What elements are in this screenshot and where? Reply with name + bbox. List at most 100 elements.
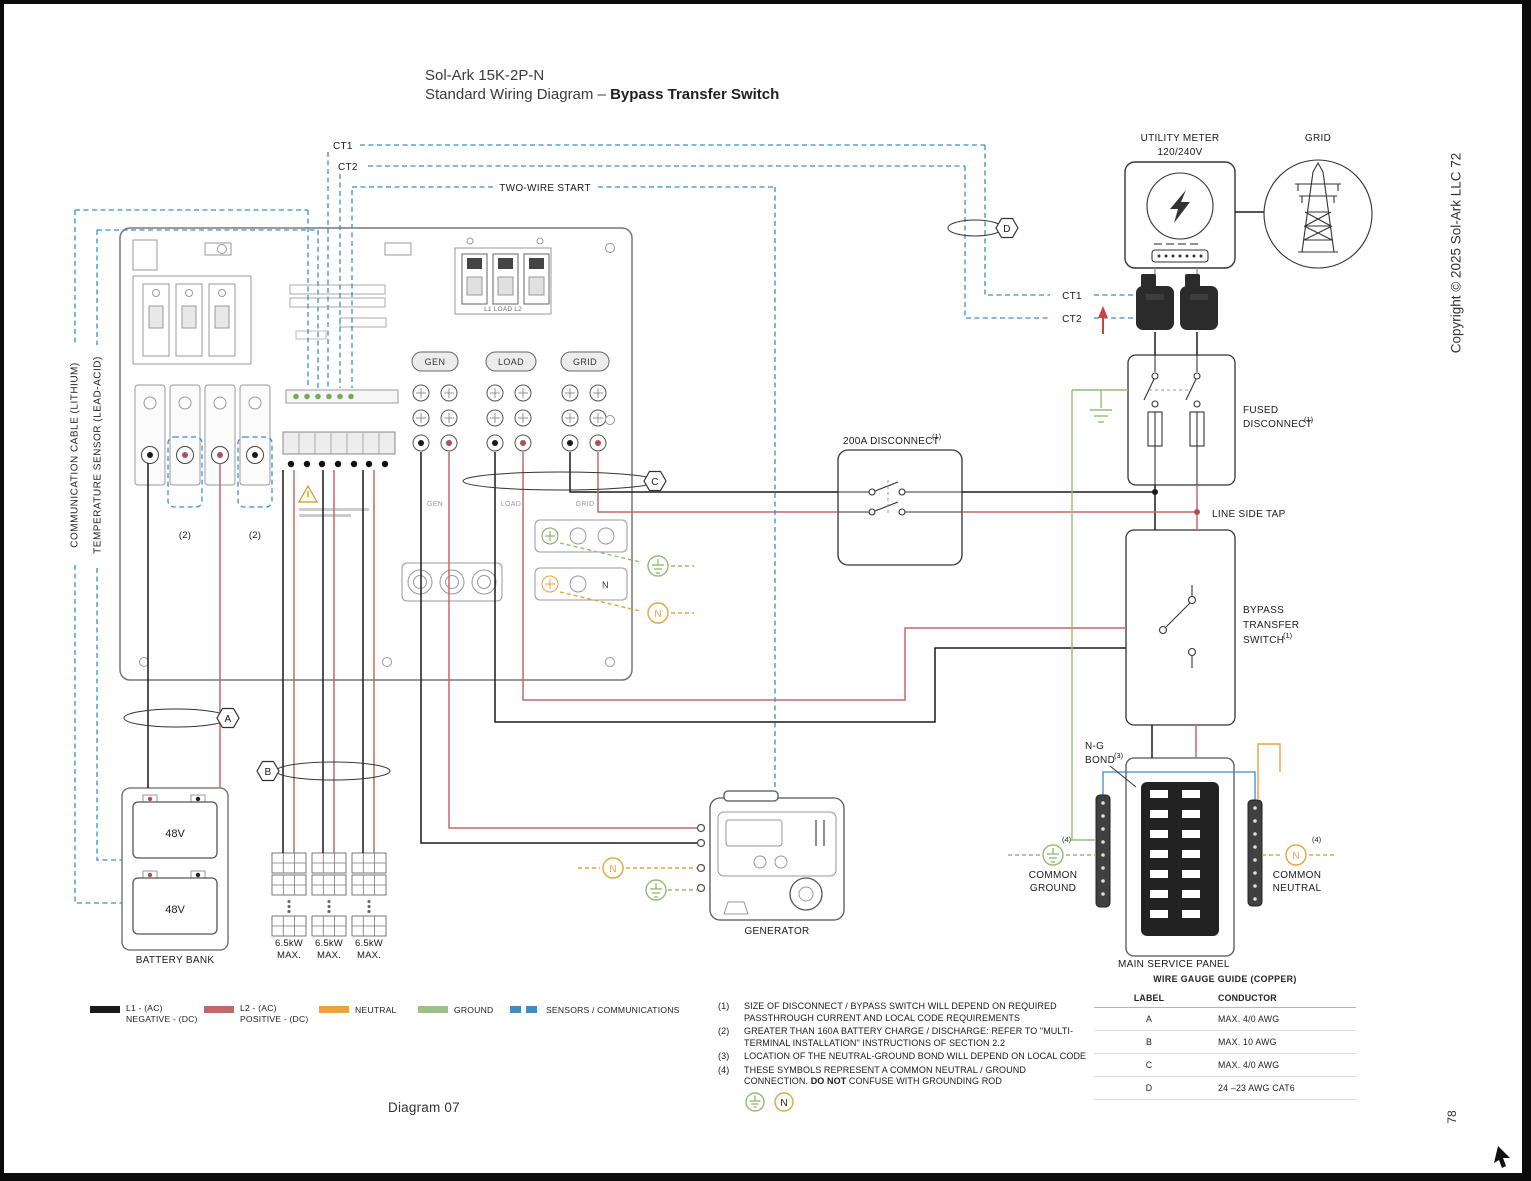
wire-label-cell: C (1094, 1053, 1205, 1077)
connector-marker-b (256, 760, 280, 782)
note-item: (1) SIZE OF DISCONNECT / BYPASS SWITCH W… (718, 1001, 1090, 1024)
svg-text:N: N (780, 1098, 787, 1109)
pv-rating: 6.5kW (315, 938, 343, 949)
battery-bank: 48V 48V BATTERY BANK (121, 787, 229, 966)
page-number: 78 (1445, 1110, 1459, 1124)
wire-table-header-label: LABEL (1094, 989, 1205, 1008)
neutral-symbol: N (774, 1091, 794, 1112)
ground-symbol (647, 555, 669, 577)
bypass-label-2: TRANSFER (1243, 620, 1299, 631)
common-ground-note-ref: (4) (1062, 835, 1072, 844)
legend-label: POSITIVE - (DC) (240, 1013, 309, 1024)
pv-string (271, 852, 307, 937)
legend-label: NEUTRAL (355, 1004, 397, 1015)
ct2-label-top: CT2 (338, 162, 358, 173)
temp-sensor-label: TEMPERATURE SENSOR (LEAD-ACID) (92, 356, 104, 554)
pv-arrays (271, 852, 387, 937)
note-item: (4) THESE SYMBOLS REPRESENT A COMMON NEU… (718, 1065, 1090, 1088)
common-neutral-label-2: NEUTRAL (1273, 883, 1322, 894)
wire-gauge-title: WIRE GAUGE GUIDE (COPPER) (1153, 974, 1297, 984)
neutral-port-label: N (602, 580, 609, 590)
diagram-number: Diagram 07 (388, 1100, 460, 1115)
legend-item-neutral: NEUTRAL (319, 1003, 397, 1015)
connector-marker-d (995, 217, 1019, 239)
battery-voltage: 48V (165, 904, 185, 916)
utility-meter (1124, 161, 1236, 269)
ac-block-label: L1 LOAD L2 (484, 306, 522, 313)
disconnect-200a-note-ref: (1) (932, 432, 942, 441)
legend-item-l1: L1 - (AC) NEGATIVE - (DC) (90, 1003, 198, 1024)
wire-conductor-cell: MAX. 4/0 AWG (1204, 1053, 1356, 1077)
note-text: SIZE OF DISCONNECT / BYPASS SWITCH WILL … (744, 1001, 1057, 1023)
common-neutral-note-ref: (4) (1312, 835, 1322, 844)
battery-comm-highlight (237, 436, 273, 508)
battery-comm-highlight (167, 436, 203, 508)
disconnect-200a (837, 449, 963, 566)
wire-label-cell: D (1094, 1076, 1205, 1100)
common-ground-symbol (1042, 844, 1064, 866)
wire-table-row: C MAX. 4/0 AWG (1094, 1053, 1356, 1077)
wire-table-row: D 24 –23 AWG CAT6 (1094, 1076, 1356, 1100)
legend-label: L2 - (AC) (240, 1003, 277, 1013)
pv-rating-max: MAX. (317, 950, 341, 961)
battery-qty-label: (2) (249, 530, 261, 541)
utility-meter-voltage: 120/240V (1157, 147, 1202, 158)
comm-cable-label: COMMUNICATION CABLE (LITHIUM) (69, 362, 81, 548)
legend-label: L1 - (AC) (126, 1003, 163, 1013)
svg-text:N: N (1292, 851, 1299, 862)
fused-disconnect-label: FUSED (1243, 405, 1278, 416)
fused-disconnect-label2: DISCONNECT (1243, 419, 1312, 430)
wire-table-header-conductor: CONDUCTOR (1204, 989, 1356, 1008)
legend-swatch-neutral (319, 1006, 349, 1013)
load-port-label: LOAD (498, 357, 524, 367)
connector-letter-a: A (225, 714, 232, 725)
note-number: (1) (718, 1001, 730, 1011)
wires-ground-green (559, 389, 1128, 891)
common-ground-label-2: GROUND (1030, 883, 1076, 894)
pv-rating: 6.5kW (275, 938, 303, 949)
wires-comms-blue (74, 144, 1133, 904)
gen-port-label: GEN (425, 357, 446, 367)
note-number: (3) (718, 1051, 730, 1061)
legend: L1 - (AC) NEGATIVE - (DC) L2 - (AC) POSI… (90, 1003, 810, 1029)
generator-label: GENERATOR (744, 926, 809, 937)
connector-letter-d: D (1003, 224, 1011, 235)
battery-voltage: 48V (165, 828, 185, 840)
title-block: Sol-Ark 15K-2P-N Standard Wiring Diagram… (425, 66, 779, 104)
grid-tower (1263, 159, 1373, 269)
wire-table-row: B MAX. 10 AWG (1094, 1030, 1356, 1054)
ct2-label-right: CT2 (1062, 314, 1082, 325)
ground-symbol (745, 1091, 765, 1112)
legend-item-ground: GROUND (418, 1003, 493, 1015)
legend-label: GROUND (454, 1004, 494, 1015)
wire-conductor-cell: 24 –23 AWG CAT6 (1204, 1076, 1356, 1100)
common-neutral-symbol: N (1285, 844, 1307, 866)
mouse-cursor (1494, 1146, 1510, 1168)
note-symbols: N (744, 1091, 1090, 1113)
pv-string (351, 852, 387, 937)
note-text: LOCATION OF THE NEUTRAL-GROUND BOND WILL… (744, 1051, 1087, 1061)
neutral-bus-bar (1247, 799, 1263, 907)
ct-sensors (1136, 274, 1218, 330)
two-wire-start-label: TWO-WIRE START (499, 183, 591, 194)
notes-list: (1) SIZE OF DISCONNECT / BYPASS SWITCH W… (718, 1001, 1090, 1113)
load-terminal-label: LOAD (501, 501, 521, 508)
tap-junction-dot (1152, 489, 1158, 495)
note-item: (2) GREATER THAN 160A BATTERY CHARGE / D… (718, 1026, 1090, 1049)
wires-l2-red (219, 452, 1198, 853)
main-service-panel-label: MAIN SERVICE PANEL (1118, 959, 1230, 970)
note-text: THESE SYMBOLS REPRESENT A COMMON NEUTRAL… (744, 1064, 1026, 1087)
connector-letter-b: B (265, 767, 272, 778)
ct-direction-arrow (1098, 306, 1108, 334)
legend-swatch-l1 (90, 1006, 120, 1013)
inverter: L1 LOAD L2 (2) (2) GEN (119, 227, 633, 681)
wire-conductor-cell: MAX. 10 AWG (1204, 1030, 1356, 1054)
pv-string (311, 852, 347, 937)
grid-terminal-label: GRID (576, 501, 595, 508)
warning-icon (297, 484, 319, 503)
grid-label: GRID (1305, 133, 1331, 144)
wire-conductor-cell: MAX. 4/0 AWG (1204, 1007, 1356, 1031)
ng-bond-note-ref: (3) (1114, 751, 1124, 760)
ct1-label-top: CT1 (333, 141, 353, 152)
